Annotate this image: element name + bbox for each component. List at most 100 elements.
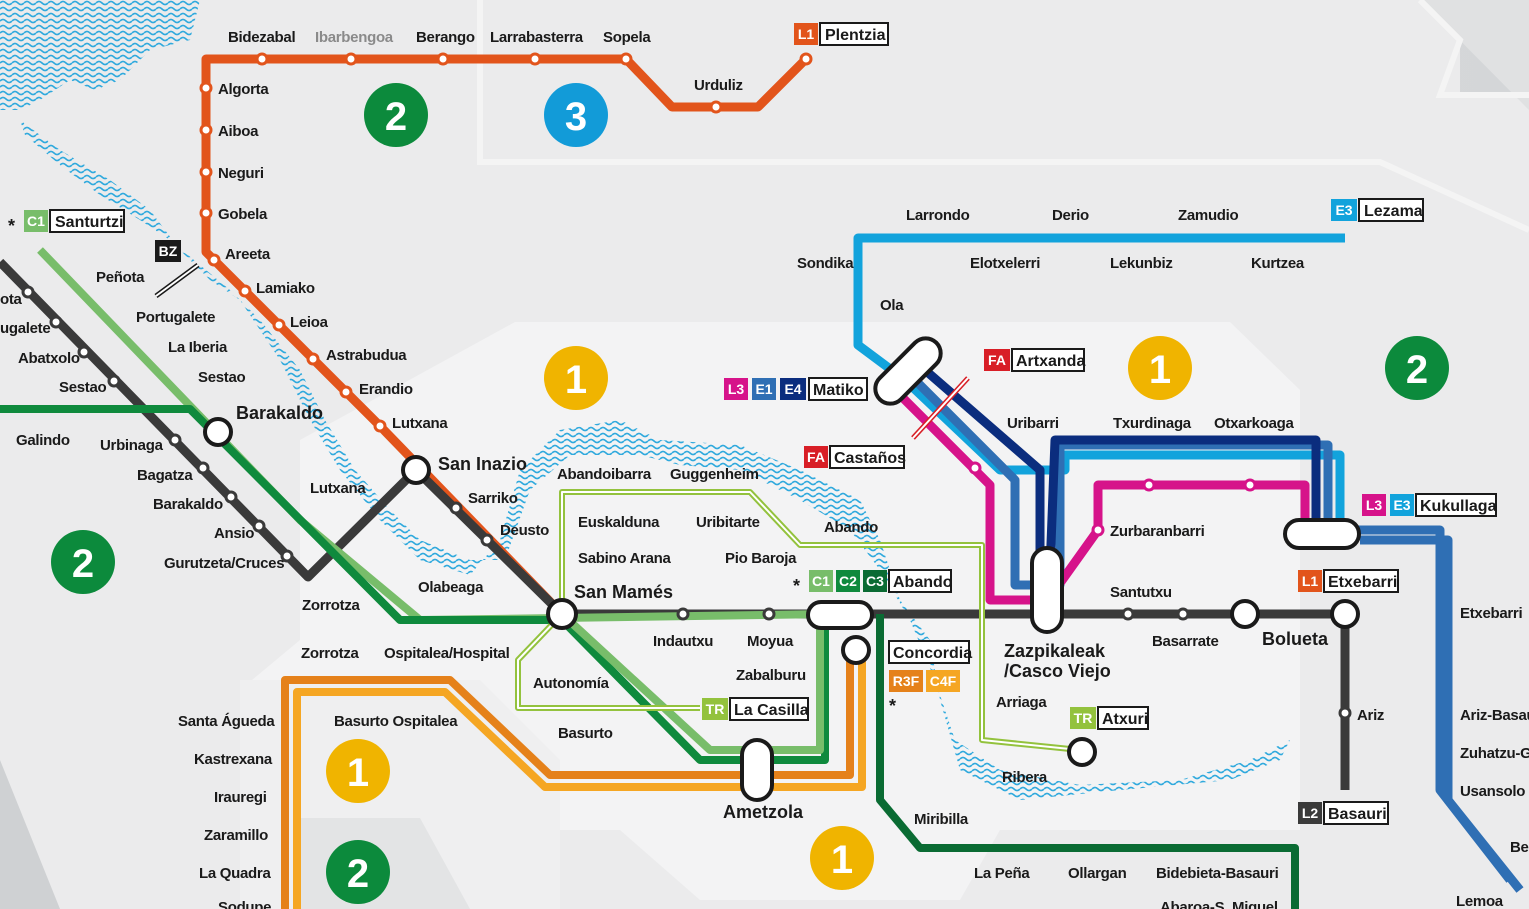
label-ollargan[interactable]: Ollargan	[1068, 865, 1127, 882]
label-abaroa[interactable]: Abaroa-S. Miguel	[1160, 899, 1278, 909]
label-basurto[interactable]: Basurto	[558, 725, 613, 742]
label-erandio[interactable]: Erandio	[359, 381, 413, 398]
terminus-lezama[interactable]: E3 Lezama	[1331, 198, 1424, 222]
label-ola[interactable]: Ola	[880, 297, 905, 314]
label-areeta[interactable]: Areeta	[225, 246, 271, 263]
label-kurtzea[interactable]: Kurtzea	[1251, 255, 1305, 272]
label-casco-viejo[interactable]: /Casco Viejo	[1004, 661, 1111, 681]
euskotren-line-e1[interactable]	[911, 376, 1514, 883]
label-uribitarte[interactable]: Uribitarte	[696, 514, 760, 531]
label-deusto[interactable]: Deusto	[500, 522, 549, 539]
terminus-atxuri[interactable]: TR Atxuri	[1070, 706, 1149, 730]
label-zurbaranbarri[interactable]: Zurbaranbarri	[1110, 523, 1205, 540]
interchange-kukullaga[interactable]	[1283, 518, 1361, 550]
label-guggenheim[interactable]: Guggenheim	[670, 466, 759, 483]
terminus-castanos[interactable]: FA Castaños	[804, 445, 906, 469]
label-autonomia[interactable]: Autonomía	[533, 675, 610, 692]
stop-abatxolo[interactable]	[77, 345, 91, 359]
label-urduliz[interactable]: Urduliz	[694, 77, 743, 94]
label-portugalete[interactable]: Portugalete	[136, 309, 216, 326]
label-otxarkoaga[interactable]: Otxarkoaga	[1214, 415, 1295, 432]
metro-line-l3[interactable]	[891, 386, 1310, 605]
label-be[interactable]: Be	[1510, 839, 1529, 856]
terminus-plentzia[interactable]: L1 Plentzia	[794, 22, 889, 46]
terminus-bz[interactable]: BZ	[155, 240, 181, 262]
stop-indautxu[interactable]	[676, 607, 690, 621]
stop-txurdinaga[interactable]	[1142, 478, 1156, 492]
label-san-mames[interactable]: San Mamés	[574, 582, 673, 602]
label-penota[interactable]: Peñota	[96, 269, 145, 286]
stop-berango[interactable]	[436, 52, 450, 66]
stop-ibarbengoa[interactable]	[344, 52, 358, 66]
stop-sopela[interactable]	[619, 52, 633, 66]
label-lemoa[interactable]: Lemoa	[1456, 893, 1504, 909]
stop-erandio[interactable]	[339, 385, 353, 399]
label-abatxolo[interactable]: Abatxolo	[18, 350, 80, 367]
label-pio-baroja[interactable]: Pio Baroja	[725, 550, 797, 567]
label-elotxelerri[interactable]: Elotxelerri	[970, 255, 1040, 272]
stop-urbinaga[interactable]	[168, 433, 182, 447]
label-sestao-c1[interactable]: Sestao	[198, 369, 246, 386]
label-sabino-arana[interactable]: Sabino Arana	[578, 550, 672, 567]
label-larrabasterra[interactable]: Larrabasterra	[490, 29, 584, 46]
label-ribera[interactable]: Ribera	[1002, 769, 1048, 786]
stop-l2-1[interactable]	[21, 285, 35, 299]
label-gobela[interactable]: Gobela	[218, 206, 268, 223]
stop-lamiako[interactable]	[238, 284, 252, 298]
label-la-pena[interactable]: La Peña	[974, 865, 1031, 882]
label-ugalete[interactable]: ugalete	[0, 320, 51, 337]
label-usansolo[interactable]: Usansolo	[1460, 783, 1526, 800]
stop-algorta[interactable]	[199, 81, 213, 95]
stop-urduliz[interactable]	[709, 100, 723, 114]
interchange-ametzola[interactable]	[740, 738, 774, 802]
interchange-etxebarri[interactable]	[1330, 599, 1360, 629]
label-ametzola[interactable]: Ametzola	[723, 802, 804, 822]
terminus-la-casilla[interactable]: TR La Casilla	[702, 697, 809, 721]
interchange-abando[interactable]	[806, 600, 874, 630]
label-la-quadra[interactable]: La Quadra	[199, 865, 272, 882]
label-ospitalea[interactable]: Ospitalea/Hospital	[384, 645, 510, 662]
terminus-etxebarri[interactable]: L1 Etxebarri	[1298, 569, 1399, 593]
renfe-line-c1[interactable]	[37, 247, 831, 624]
label-barakaldo-c[interactable]: Barakaldo	[236, 403, 323, 423]
label-bidezabal[interactable]: Bidezabal	[228, 29, 296, 46]
terminus-kukullaga[interactable]: L3 E3 Kukullaga	[1362, 493, 1497, 517]
label-lekunbiz[interactable]: Lekunbiz	[1110, 255, 1173, 272]
label-basarrate[interactable]: Basarrate	[1152, 633, 1219, 650]
label-urbinaga[interactable]: Urbinaga	[100, 437, 164, 454]
label-sestao-l2[interactable]: Sestao	[59, 379, 107, 396]
label-indautxu[interactable]: Indautxu	[653, 633, 714, 650]
terminus-basauri[interactable]: L2 Basauri	[1298, 801, 1389, 825]
stop-sarriko[interactable]	[449, 501, 463, 515]
interchange-bolueta[interactable]	[1230, 599, 1260, 629]
stop-deusto[interactable]	[480, 533, 494, 547]
label-larrondo[interactable]: Larrondo	[906, 207, 970, 224]
interchange-atxuri[interactable]	[1067, 737, 1097, 767]
interchange-san-mames[interactable]	[546, 598, 578, 630]
interchange-matiko[interactable]	[869, 332, 947, 410]
label-bidebieta[interactable]: Bidebieta-Basauri	[1156, 865, 1279, 882]
label-bagatza[interactable]: Bagatza	[137, 467, 194, 484]
stop-sestao[interactable]	[107, 374, 121, 388]
stop-aiboa[interactable]	[199, 123, 213, 137]
interchange-concordia[interactable]	[841, 635, 871, 665]
label-miribilla[interactable]: Miribilla	[914, 811, 969, 828]
terminus-concordia[interactable]: Concordia R3F C4F *	[888, 640, 972, 716]
interchange-san-inazio[interactable]	[401, 455, 431, 485]
label-aiboa[interactable]: Aiboa	[218, 123, 259, 140]
label-olabeaga[interactable]: Olabeaga	[418, 579, 484, 596]
stop-areeta[interactable]	[207, 253, 221, 267]
label-san-inazio[interactable]: San Inazio	[438, 454, 527, 474]
label-zuhatzu[interactable]: Zuhatzu-Ga	[1460, 745, 1529, 762]
label-abandoibarra[interactable]: Abandoibarra	[557, 466, 652, 483]
label-gurutzeta[interactable]: Gurutzeta/Cruces	[164, 555, 285, 572]
stop-leioa[interactable]	[272, 318, 286, 332]
stop-astrabudua[interactable]	[306, 352, 320, 366]
label-ibarbengoa[interactable]: Ibarbengoa	[315, 29, 394, 46]
label-leioa[interactable]: Leioa	[290, 314, 329, 331]
label-santutxu[interactable]: Santutxu	[1110, 584, 1172, 601]
label-kastrexana[interactable]: Kastrexana	[194, 751, 273, 768]
stop-gurutzeta[interactable]	[280, 549, 294, 563]
stop-gobela[interactable]	[199, 206, 213, 220]
label-sodupe[interactable]: Sodupe	[218, 899, 272, 909]
